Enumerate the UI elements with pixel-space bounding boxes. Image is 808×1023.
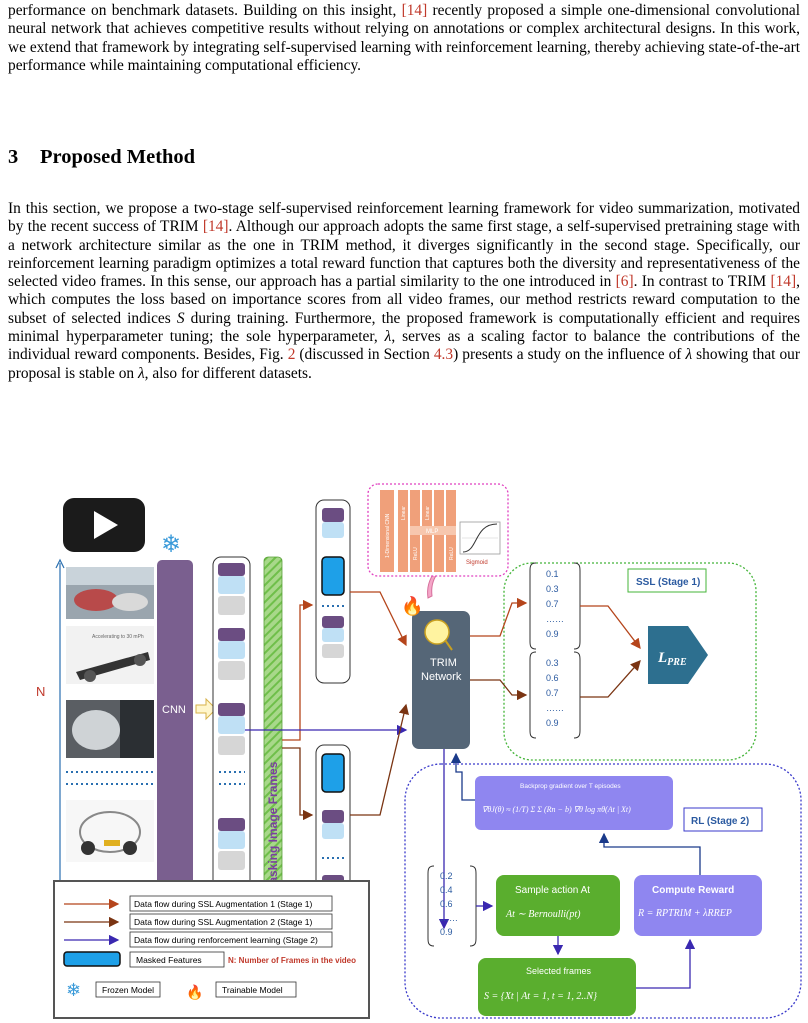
- svg-text:Accelerating to 30 mPh: Accelerating to 30 mPh: [92, 634, 144, 640]
- snowflake-icon: ❄: [161, 532, 181, 558]
- citation-link[interactable]: [6]: [615, 273, 634, 291]
- svg-text:Backprop gradient over T episo: Backprop gradient over T episodes: [520, 783, 621, 790]
- svg-text:ReLU: ReLU: [413, 547, 419, 560]
- svg-text:1-Dimensional CNN: 1-Dimensional CNN: [385, 513, 391, 558]
- svg-text:Data flow during renforcement: Data flow during renforcement learning (…: [134, 935, 318, 945]
- vector-value: ……: [440, 913, 458, 923]
- vector-value: 0.4: [440, 885, 453, 895]
- citation-link[interactable]: [14]: [202, 218, 229, 236]
- svg-text:Data flow during SSL Augmentat: Data flow during SSL Augmentation 2 (Sta…: [134, 917, 312, 927]
- rl-stage-box: RL (Stage 2): [404, 763, 802, 1019]
- citation-link[interactable]: [14]: [401, 2, 428, 19]
- score-vector-2: 0.3 0.6 0.7 …… 0.9: [529, 651, 581, 739]
- svg-text:SSL (Stage 1): SSL (Stage 1): [636, 577, 700, 588]
- ssl-stage-box: SSL (Stage 1): [503, 562, 757, 761]
- svg-text:∇θJ(θ) ≈ (1/T) Σ Σ (Rn − b) ∇θ: ∇θJ(θ) ≈ (1/T) Σ Σ (Rn − b) ∇θ log πθ(At…: [482, 805, 631, 814]
- svg-text:❄: ❄: [66, 980, 81, 1000]
- svg-text:S = {Xt | At = 1, t = 1, 2..N}: S = {Xt | At = 1, t = 1, 2..N}: [484, 991, 597, 1002]
- fire-icon: 🔥: [401, 595, 423, 616]
- svg-text:Frozen Model: Frozen Model: [102, 985, 154, 995]
- svg-text:ReLU: ReLU: [449, 547, 455, 560]
- svg-text:Selected frames: Selected frames: [526, 966, 592, 976]
- svg-text:LPRE: LPRE: [657, 650, 687, 668]
- n-label: N: [36, 684, 45, 699]
- vector-value: ……: [546, 614, 564, 624]
- sample-action-box: Sample action At At ∼ Bernoulli(pt): [496, 875, 620, 936]
- citation-link[interactable]: [14]: [770, 273, 797, 291]
- vector-value: 0.9: [546, 718, 559, 728]
- svg-text:RL (Stage 2): RL (Stage 2): [691, 816, 749, 827]
- svg-text:Network: Network: [421, 671, 462, 683]
- vector-value: 0.3: [546, 584, 559, 594]
- svg-text:0.10.30.7……0.9: 0.1 0.3 0.7 …… 0.9: [546, 569, 564, 639]
- section-link[interactable]: 4.3: [433, 346, 454, 364]
- svg-text:Data flow during SSL Augmentat: Data flow during SSL Augmentation 1 (Sta…: [134, 899, 312, 909]
- trim-network-block: TRIM Network: [412, 611, 470, 749]
- svg-text:TRIM: TRIM: [430, 657, 457, 669]
- vector-value: 0.2: [440, 871, 453, 881]
- vector-value: 0.9: [440, 927, 453, 937]
- svg-text:Sample action At: Sample action At: [515, 885, 590, 896]
- svg-text:Compute Reward: Compute Reward: [652, 885, 734, 896]
- vector-value: 0.7: [546, 599, 559, 609]
- vector-value: 0.1: [546, 569, 559, 579]
- lpre-loss-block: LPRE: [648, 626, 708, 684]
- svg-text:🔥: 🔥: [186, 984, 203, 1001]
- vector-value: 0.6: [440, 899, 453, 909]
- vector-value: 0.7: [546, 688, 559, 698]
- intro-paragraph: performance on benchmark datasets. Build…: [8, 2, 801, 74]
- svg-text:MLP: MLP: [426, 529, 438, 535]
- svg-text:0.30.60.7……0.9: 0.3 0.6 0.7 …… 0.9: [546, 658, 564, 728]
- figure-link[interactable]: 2: [287, 346, 296, 364]
- compute-reward-box: Compute Reward R = RPTRIM + λRREP: [634, 875, 762, 936]
- masked-column-1: [315, 499, 351, 684]
- svg-text:Linear: Linear: [401, 506, 407, 520]
- selected-frames-box: Selected frames S = {Xt | At = 1, t = 1,…: [478, 958, 636, 1016]
- svg-text:Sigmoid: Sigmoid: [466, 560, 488, 566]
- figure-legend: Data flow during SSL Augmentation 1 (Sta…: [53, 880, 370, 1019]
- method-paragraph: In this section, we propose a two-stage …: [8, 200, 801, 382]
- svg-text:R = RPTRIM + λRREP: R = RPTRIM + λRREP: [637, 908, 732, 919]
- backprop-gradient-box: Backprop gradient over T episodes ∇θJ(θ)…: [475, 776, 673, 830]
- svg-text:Linear: Linear: [425, 506, 431, 520]
- video-frames: Accelerating to 30 mPh: [66, 567, 154, 862]
- svg-text:Masked Features: Masked Features: [136, 955, 202, 965]
- trim-architecture-inset: 1-Dimensional CNN Linear Linear ReLU ReL…: [367, 483, 509, 577]
- svg-text:CNN: CNN: [162, 704, 186, 716]
- vector-value: ……: [546, 703, 564, 713]
- vector-value: 0.6: [546, 673, 559, 683]
- vector-value: 0.9: [546, 629, 559, 639]
- score-vector-3: 0.2 0.4 0.6 …… 0.9: [427, 865, 477, 947]
- svg-text:Trainable Model: Trainable Model: [222, 985, 283, 995]
- svg-text:0.20.40.6……0.9: 0.2 0.4 0.6 …… 0.9: [440, 871, 458, 937]
- youtube-play-icon: [63, 498, 145, 552]
- vector-value: 0.3: [546, 658, 559, 668]
- score-vector-1: 0.1 0.3 0.7 …… 0.9: [529, 562, 581, 650]
- svg-text:At ∼ Bernoulli(pt): At ∼ Bernoulli(pt): [505, 909, 581, 920]
- svg-text:N: Number of Frames in the vid: N: Number of Frames in the video: [228, 956, 356, 965]
